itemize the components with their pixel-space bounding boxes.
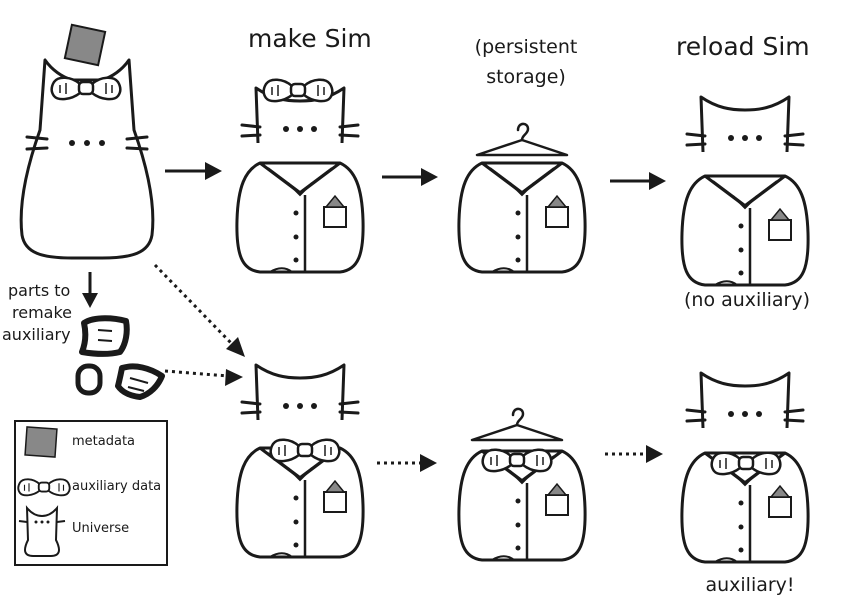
made-sim-bottom — [235, 363, 365, 559]
make-sim-label: make Sim — [248, 24, 372, 53]
universe-icon — [24, 505, 60, 557]
stored-coat-bottom — [457, 407, 587, 562]
bow-tie-icon — [262, 78, 334, 103]
made-sim-top — [235, 78, 365, 274]
dotted-arrows — [153, 263, 648, 465]
parts-label-line2: remake — [12, 303, 72, 322]
original-universe-cat — [19, 23, 155, 260]
stored-coat-top — [457, 122, 587, 274]
solid-arrows — [82, 162, 666, 308]
reload-sim-label: reload Sim — [676, 32, 810, 61]
auxiliary-result-label: auxiliary! — [705, 574, 795, 596]
legend-auxiliary-label: auxiliary data — [72, 479, 162, 494]
legend-box — [14, 420, 168, 566]
auxiliary-parts — [75, 315, 165, 400]
reloaded-sim-top — [680, 95, 810, 287]
parts-label-line3: auxiliary — [2, 325, 71, 344]
reloaded-sim-bottom — [680, 371, 810, 564]
persistent-storage-label-line2: storage) — [486, 66, 566, 88]
bow-wing-part — [79, 315, 130, 357]
bow-knot-part — [75, 363, 103, 396]
parts-label-line1: parts to — [8, 281, 71, 300]
metadata-icon — [24, 426, 58, 458]
legend-universe-label: Universe — [72, 521, 130, 536]
persistent-storage-label-line1: (persistent — [474, 36, 578, 58]
hanger-icon — [470, 407, 564, 442]
legend-metadata-label: metadata — [72, 434, 136, 449]
legend-icons — [17, 426, 71, 557]
metadata-icon — [63, 23, 107, 67]
no-auxiliary-label: (no auxiliary) — [684, 289, 810, 311]
hanger-icon — [475, 122, 569, 157]
